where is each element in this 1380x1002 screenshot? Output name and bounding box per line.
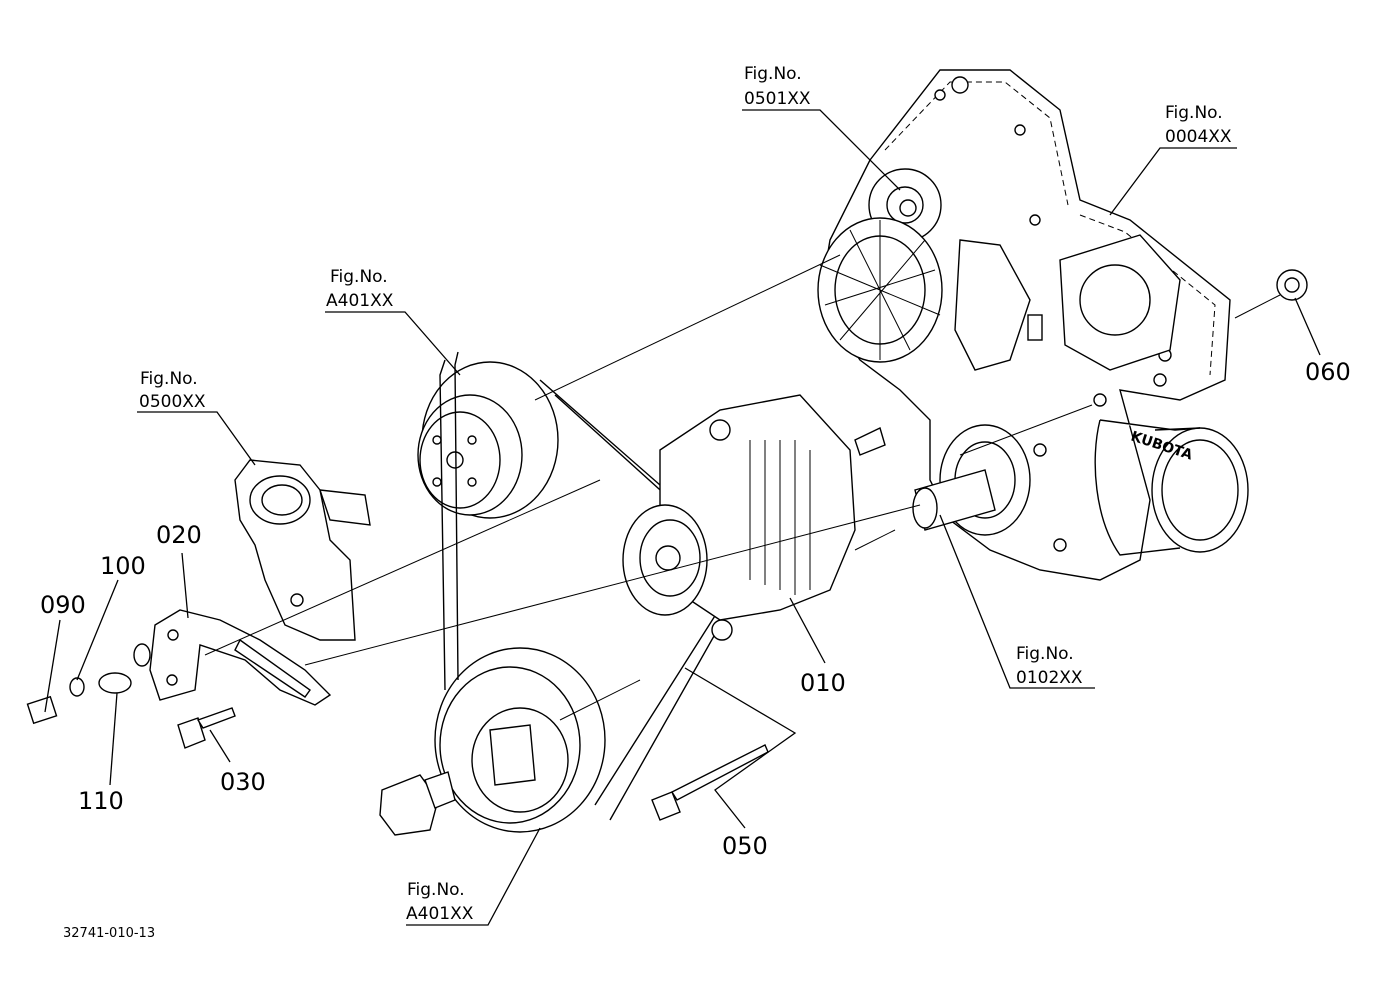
- fig-ref-a401-top[interactable]: Fig.No. A401XX: [326, 267, 394, 311]
- crank-nut: [379, 771, 456, 836]
- fig-ref-0500[interactable]: Fig.No. 0500XX: [139, 369, 206, 412]
- leader-lines: [44, 109, 1321, 926]
- alternator: [622, 394, 886, 641]
- washer-100: [69, 677, 85, 697]
- assembly-lines: [204, 254, 1281, 721]
- bolt-030: [177, 707, 236, 749]
- water-pump-pulley: [417, 361, 559, 519]
- part-number-060[interactable]: 060: [1305, 358, 1351, 386]
- ring-140: [133, 643, 151, 667]
- fig-ref-caption: Fig.No.: [407, 880, 465, 900]
- fig-ref-code: 0501XX: [744, 89, 811, 109]
- cap-060: [1276, 269, 1308, 301]
- part-number-050[interactable]: 050: [722, 832, 768, 860]
- crank-pulley: [434, 647, 606, 833]
- fig-ref-caption: Fig.No.: [1165, 103, 1223, 123]
- part-number-090[interactable]: 090: [40, 591, 86, 619]
- fig-ref-code: A401XX: [406, 904, 474, 924]
- fig-ref-code: 0004XX: [1165, 127, 1232, 147]
- thermostat-cover: [234, 459, 371, 641]
- plug-090: [26, 695, 58, 725]
- fig-ref-0004[interactable]: Fig.No. 0004XX: [1165, 103, 1232, 147]
- water-pump-fan-grid: [817, 217, 943, 363]
- fig-ref-code: 0500XX: [139, 392, 206, 412]
- fig-ref-code: A401XX: [326, 291, 394, 311]
- fig-ref-caption: Fig.No.: [744, 64, 802, 84]
- part-number-010[interactable]: 010: [800, 669, 846, 697]
- o-ring-110: [98, 672, 132, 694]
- fig-ref-code: 0102XX: [1016, 668, 1083, 688]
- fig-ref-0102[interactable]: Fig.No. 0102XX: [1016, 644, 1083, 688]
- drawing-id: 32741-010-13: [63, 926, 155, 941]
- engine-gear-case: KUBOTA: [817, 69, 1249, 581]
- fig-ref-a401-bottom[interactable]: Fig.No. A401XX: [406, 880, 474, 924]
- fig-ref-0501[interactable]: Fig.No. 0501XX: [744, 64, 811, 109]
- alternator-bracket: [149, 609, 332, 706]
- bolt-050: [651, 744, 769, 821]
- oil-filter: KUBOTA: [1094, 419, 1249, 556]
- part-number-020[interactable]: 020: [156, 521, 202, 549]
- fig-ref-caption: Fig.No.: [140, 369, 198, 389]
- fig-ref-caption: Fig.No.: [330, 267, 388, 287]
- part-number-110[interactable]: 110: [78, 787, 124, 815]
- part-number-100[interactable]: 100: [100, 552, 146, 580]
- part-number-030[interactable]: 030: [220, 768, 266, 796]
- fig-ref-caption: Fig.No.: [1016, 644, 1074, 664]
